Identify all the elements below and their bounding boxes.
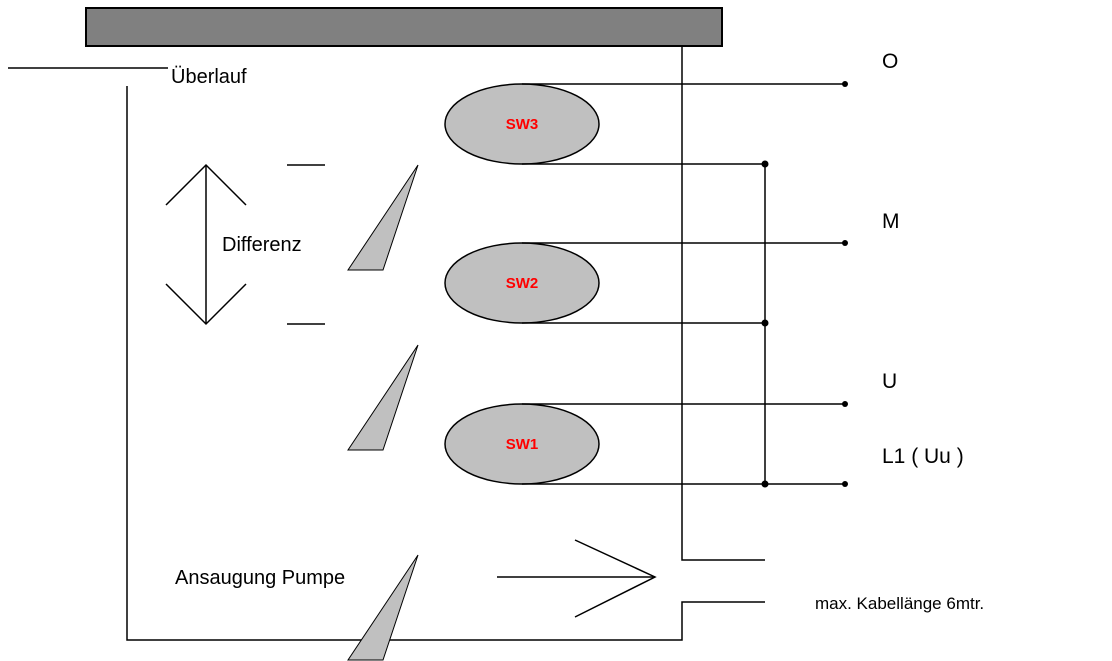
overflow-label: Überlauf <box>171 66 247 88</box>
terminal-l1-label: L1 ( Uu ) <box>882 445 964 468</box>
pump-intake-label: Ansaugung Pumpe <box>175 567 345 589</box>
float-weight-pump <box>347 554 419 661</box>
switch-label-sw3: SW3 <box>506 116 539 133</box>
intake-arrow <box>497 539 657 618</box>
terminal-o-label: O <box>882 50 898 73</box>
switch-label-sw2: SW2 <box>506 275 539 292</box>
switch-label-sw1: SW1 <box>506 436 539 453</box>
cable-length-label: max. Kabellänge 6mtr. <box>815 594 984 613</box>
tank-outline <box>126 86 765 641</box>
float-weight-sw3 <box>347 164 419 271</box>
cable-riser <box>681 46 765 561</box>
mounting-bar <box>85 7 723 47</box>
terminal-m-label: M <box>882 210 900 233</box>
difference-arrow <box>165 163 247 326</box>
terminal-u-label: U <box>882 370 897 393</box>
junction-dots <box>761 81 848 488</box>
difference-label: Differenz <box>222 234 302 256</box>
float-weight-sw2 <box>347 344 419 451</box>
